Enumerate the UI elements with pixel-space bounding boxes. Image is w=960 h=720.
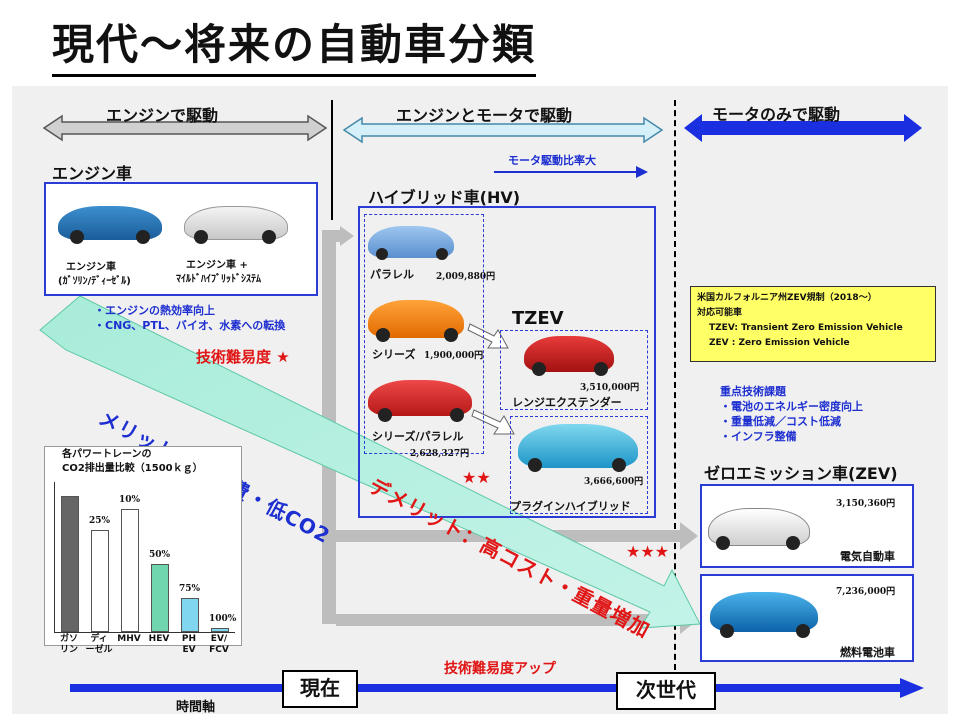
co2-category-label: PH EV (181, 634, 197, 655)
co2-reduction-label: 25% (89, 515, 111, 526)
series-price: 1,900,000円 (424, 351, 484, 361)
parallel-label: パラレル (370, 268, 414, 281)
zev-note-line-4: ZEV : Zero Emission Vehicle (709, 338, 850, 348)
co2-bar (121, 509, 139, 632)
co2-bar (61, 495, 79, 632)
motor-drive-label: モータのみで駆動 (712, 105, 841, 124)
flow-arrow-to-fcv (336, 606, 698, 634)
hybrid-drive-arrow (342, 116, 664, 144)
co2-bar (211, 627, 229, 632)
co2-reduction-label: 10% (119, 495, 141, 506)
tzev-range-box (500, 330, 648, 410)
timeline-head (900, 678, 924, 698)
co2-category-label: MHV (117, 634, 141, 644)
co2-category-label: ディ ーゼル (85, 634, 113, 655)
section-divider-2 (674, 100, 676, 670)
issues-list: 重点技術課題 ・電池のエネルギー密度向上 ・重量低減／コスト低減 ・インフラ整備 (720, 384, 863, 444)
engine-note-1: ・エンジンの熱効率向上 (94, 304, 215, 317)
issues-item-1: ・電池のエネルギー密度向上 (720, 400, 863, 413)
zev-note-line-1: 米国カルフォルニア州ZEV規制（2018〜） (697, 293, 877, 303)
engine-note-2: ・CNG、PTL、バイオ、水素への転換 (94, 319, 286, 332)
co2-bar (181, 597, 199, 632)
fcv-label: 燃料電池車 (840, 646, 895, 659)
difficulty-star-3: ★★★ (626, 542, 670, 561)
section-divider-1 (331, 100, 333, 220)
engine-car-label-2a: エンジン車 + (186, 260, 248, 271)
series-parallel-price: 2,628,327円 (410, 449, 470, 459)
co2-reduction-label: 100% (209, 613, 237, 624)
tzev-heading: TZEV (512, 308, 564, 329)
co2-bar (151, 563, 169, 632)
timeline-now: 現在 (282, 670, 358, 708)
series-parallel-label: シリーズ/パラレル (372, 430, 464, 443)
hv-heading: ハイブリッド車(HV) (368, 188, 521, 207)
zev-regulation-note: 米国カルフォルニア州ZEV規制（2018〜） 対応可能車 TZEV: Trans… (690, 286, 936, 362)
issues-item-3: ・インフラ整備 (720, 430, 797, 443)
parallel-price: 2,009,880円 (436, 272, 496, 282)
page-title: 現代〜将来の自動車分類 (52, 18, 537, 77)
timeline-axis-label: 時間軸 (176, 700, 216, 715)
co2-bar (91, 529, 109, 632)
issues-item-2: ・重量低減／コスト低減 (720, 415, 841, 428)
engine-car-label-1b: (ｶﾞｿﾘﾝ/ﾃﾞｨｰｾﾞﾙ) (58, 276, 131, 287)
co2-category-label: HEV (148, 634, 170, 644)
range-extender-price: 3,510,000円 (580, 383, 640, 393)
co2-reduction-label: 50% (149, 549, 171, 560)
issues-heading: 重点技術課題 (720, 385, 786, 398)
range-extender-label: レンジエクステンダー (512, 396, 622, 409)
co2-category-label: ガソ リン (59, 634, 78, 655)
engine-car-label-2b: ﾏｲﾙﾄﾞﾊｲﾌﾞﾘｯﾄﾞｼｽﾃﾑ (176, 274, 261, 285)
difficulty-star-1: ★ (276, 348, 290, 366)
ev-price: 3,150,360円 (836, 499, 896, 509)
motor-ratio-label: モータ駆動比率大 (508, 154, 596, 167)
timeline-next: 次世代 (616, 672, 716, 710)
hv-inner-box (364, 214, 484, 454)
tzev-plugin-box (510, 416, 648, 514)
engine-drive-label: エンジンで駆動 (106, 106, 219, 125)
engine-car-label-1a: エンジン車 (66, 262, 116, 273)
plugin-price: 3,666,600円 (584, 477, 644, 487)
sp-to-plugin-arrow (471, 409, 515, 435)
hybrid-drive-label: エンジンとモータで駆動 (396, 106, 573, 125)
co2-reduction-label: 75% (179, 583, 201, 594)
fcv-price: 7,236,000円 (836, 587, 896, 597)
engine-car-heading: エンジン車 (52, 164, 133, 183)
difficulty-label: 技術難易度 ★ (196, 348, 290, 366)
series-label: シリーズ (372, 348, 416, 361)
co2-chart-title: 各パワートレーンの CO2排出量比較（1500ｋｇ） (62, 449, 203, 474)
zev-note-line-2: 対応可能車 (697, 308, 743, 318)
motor-drive-arrow (684, 114, 922, 142)
series-to-range-arrow (467, 323, 509, 349)
co2-category-label: EV/ FCV (209, 634, 229, 655)
co2-chart-plot: 25% 10% 50% 75% 100% (54, 482, 237, 633)
engine-drive-arrow (42, 114, 328, 142)
co2-chart-xlabels: ガソ リンディ ーゼル MHV HEV PH EV EV/ FCV (54, 634, 234, 662)
difficulty-up-label: 技術難易度アップ (444, 661, 556, 677)
ev-label: 電気自動車 (840, 550, 895, 563)
zev-note-line-3: TZEV: Transient Zero Emission Vehicle (709, 323, 903, 333)
hv-box (358, 206, 656, 518)
plugin-label: プラグインハイブリッド (510, 500, 631, 513)
motor-ratio-arrow-head (636, 166, 648, 178)
zev-heading: ゼロエミッション車(ZEV) (704, 464, 898, 483)
difficulty-star-2: ★★ (462, 468, 491, 487)
